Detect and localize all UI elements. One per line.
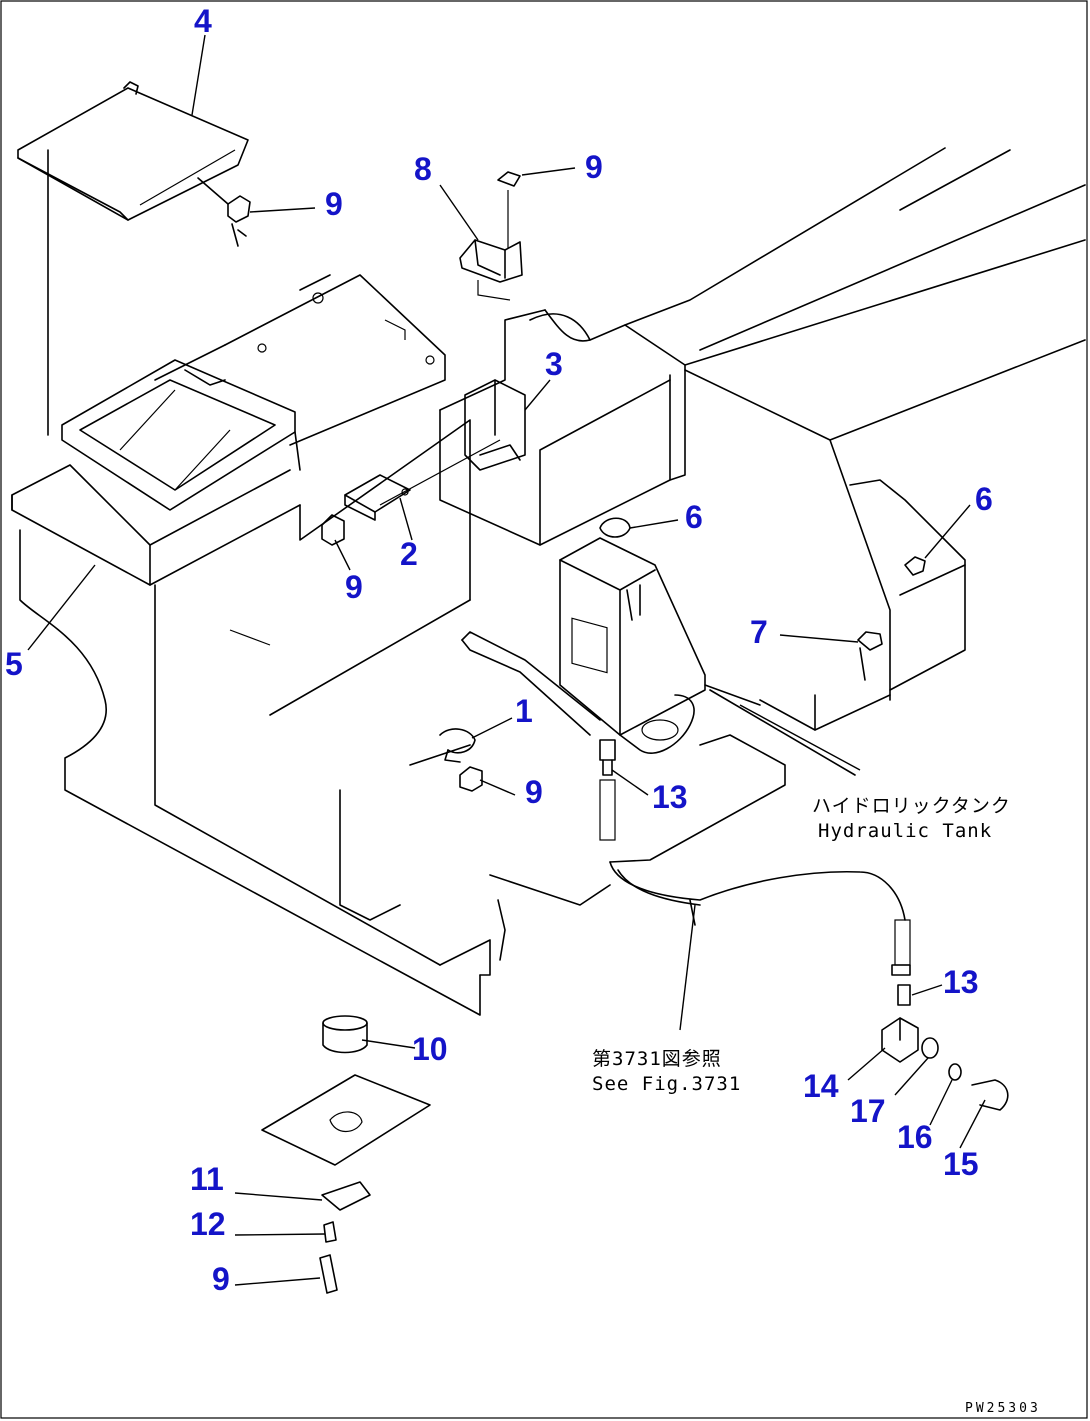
callout-15: 15 xyxy=(943,1146,979,1182)
callout-3: 3 xyxy=(545,346,563,382)
callout-9d: 9 xyxy=(525,774,543,810)
main-frame xyxy=(11,274,611,1016)
callout-6b: 6 xyxy=(975,481,993,517)
drawing-code: PW25303 xyxy=(965,1401,1041,1416)
callout-9e: 9 xyxy=(212,1261,230,1297)
part-9-lock-top xyxy=(197,177,251,247)
part-10-cap xyxy=(322,1015,368,1054)
part-4-cover-plate xyxy=(17,81,249,436)
leader-lines xyxy=(27,34,986,1286)
callout-11: 11 xyxy=(190,1161,224,1197)
parts-14-17-16-15 xyxy=(881,1017,1009,1111)
callout-9b: 9 xyxy=(585,149,603,185)
callout-14: 14 xyxy=(803,1068,839,1104)
callout-12: 12 xyxy=(190,1206,226,1242)
callout-5: 5 xyxy=(5,646,23,682)
callout-4: 4 xyxy=(194,3,212,39)
note-hydraulic-tank-en: Hydraulic Tank xyxy=(818,820,992,842)
part-9-lock-mid xyxy=(321,514,345,546)
note-see-fig-en: See Fig.3731 xyxy=(592,1073,741,1095)
part-12-pin xyxy=(323,1221,337,1243)
boom-structure xyxy=(439,147,1086,731)
bottom-plate xyxy=(261,1074,431,1166)
callout-13a: 13 xyxy=(652,779,688,815)
part-8-bracket xyxy=(459,171,523,301)
callout-8: 8 xyxy=(414,151,432,187)
part-2-bracket xyxy=(344,439,501,521)
callout-9a: 9 xyxy=(325,186,343,222)
part-9-lock-bottom xyxy=(319,1254,338,1294)
callout-6a: 6 xyxy=(685,499,703,535)
part-1-clamp xyxy=(409,728,476,766)
note-see-fig-jp: 第3731図参照 xyxy=(592,1048,722,1070)
callout-13b: 13 xyxy=(943,964,979,1000)
callout-2: 2 xyxy=(400,536,418,572)
part-9-lock-lower xyxy=(459,766,483,792)
part-3-bracket xyxy=(464,379,526,471)
hose-assembly xyxy=(609,861,911,1006)
callout-1: 1 xyxy=(515,693,533,729)
callout-10: 10 xyxy=(412,1031,448,1067)
callout-9c: 9 xyxy=(345,569,363,605)
callout-17: 17 xyxy=(850,1093,886,1129)
callout-7: 7 xyxy=(750,614,768,650)
note-hydraulic-tank-jp: ハイドロリックタンク xyxy=(812,795,1011,817)
callout-16: 16 xyxy=(897,1119,933,1155)
part-11-bracket xyxy=(321,1181,371,1211)
